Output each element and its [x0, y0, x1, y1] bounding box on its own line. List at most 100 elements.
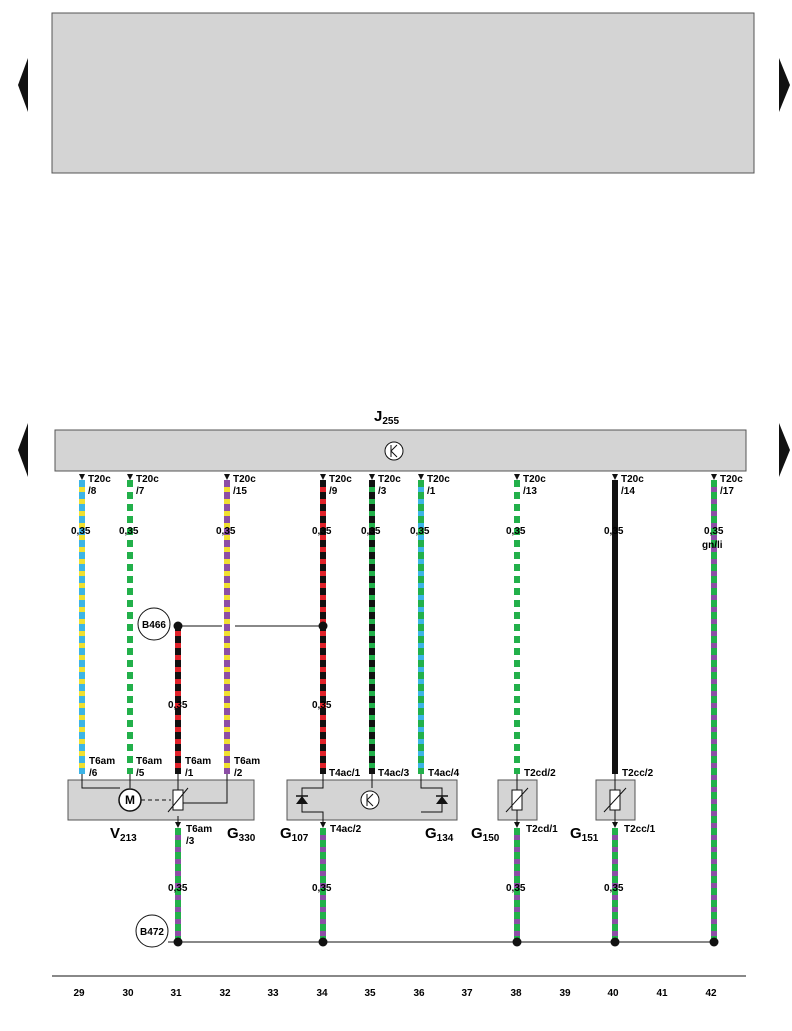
column-number: 32 — [219, 988, 231, 999]
low-conn: T6am — [186, 824, 212, 835]
top-pin-conn: T20c — [523, 474, 546, 485]
mid-conn: T6am — [136, 756, 162, 767]
nav-right-arrow-icon[interactable] — [779, 58, 790, 112]
top-pin-gauge: 0,35 — [506, 526, 526, 537]
nav-left-arrow-icon-2[interactable] — [18, 423, 28, 477]
ecu-title: J255 — [374, 408, 399, 427]
wire-38 — [514, 480, 520, 774]
column-number: 29 — [73, 988, 85, 999]
top-pin-gauge: 0,35 — [71, 526, 91, 537]
low-label: T4ac/2 — [330, 824, 362, 835]
column-number: 40 — [607, 988, 619, 999]
top-pin-gauge: 0,35 — [216, 526, 236, 537]
top-pin-conn: T20c — [136, 474, 159, 485]
wire-40 — [612, 480, 618, 774]
nav-left-arrow-icon[interactable] — [18, 58, 28, 112]
top-pin-conn: T20c — [621, 474, 644, 485]
top-pin-gauge: 0,35 — [604, 526, 624, 537]
low-label: T2cd/1 — [526, 824, 558, 835]
mid-conn: T6am — [89, 756, 115, 767]
top-pin-num: /9 — [329, 486, 338, 497]
column-number: 35 — [364, 988, 376, 999]
top-pin-num: /13 — [523, 486, 537, 497]
component-g107-label: G107 — [280, 825, 309, 844]
diode-icon — [296, 795, 308, 804]
column-number: 30 — [122, 988, 134, 999]
top-pin-num: /14 — [621, 486, 635, 497]
low-label: T2cc/1 — [624, 824, 656, 835]
svg-text:M: M — [125, 793, 135, 807]
column-number: 34 — [316, 988, 328, 999]
top-pin-conn: T20c — [378, 474, 401, 485]
gauge-bottom: 0,35 — [168, 883, 188, 894]
column-number: 42 — [705, 988, 717, 999]
component-g151-label: G151 — [570, 825, 599, 844]
wire-38-low — [514, 828, 520, 942]
mid-label: T2cc/2 — [622, 768, 654, 779]
top-pin-conn: T20c — [427, 474, 450, 485]
junction-b466-circle — [137, 607, 171, 641]
top-pin-gauge: 0,35 — [312, 526, 332, 537]
mid-label: T2cd/2 — [524, 768, 556, 779]
splice-dot-34 — [318, 621, 328, 631]
wire-32 — [224, 480, 230, 774]
motor-icon: M — [118, 788, 142, 812]
component-g150-label: G150 — [471, 825, 500, 844]
potentiometer-icon — [167, 787, 189, 813]
top-pin-conn: T20c — [329, 474, 352, 485]
wire-35 — [369, 480, 375, 774]
diode-icon-2 — [436, 795, 448, 804]
gauge-black-red-lower: 0,35 — [312, 700, 332, 711]
mid-pin: /1 — [185, 768, 194, 779]
top-pin-gauge: 0,35 — [704, 526, 724, 537]
gauge-bottom: 0,35 — [312, 883, 332, 894]
ecu-symbol-icon — [384, 441, 404, 461]
thermistor-icon — [505, 774, 529, 826]
wire-34-low — [320, 828, 326, 942]
top-pin-num: /8 — [88, 486, 97, 497]
top-pin-conn: T20c — [233, 474, 256, 485]
wire-29 — [79, 480, 85, 774]
top-pin-gauge: 0,35 — [119, 526, 139, 537]
column-number: 41 — [656, 988, 668, 999]
top-pin-num: /17 — [720, 486, 734, 497]
mid-conn: T6am — [234, 756, 260, 767]
mid-connectors: T6am /6 T6am /5 T6am /1 T6am /2 T4ac/1 T… — [89, 756, 654, 779]
column-number: 37 — [461, 988, 473, 999]
wire-30 — [127, 480, 133, 774]
splice-dot-b466 — [173, 621, 183, 631]
mid-conn: T6am — [185, 756, 211, 767]
sensor-symbol-icon — [360, 790, 380, 810]
mid-label: T4ac/3 — [378, 768, 410, 779]
wire-color-code: gn/li — [702, 540, 723, 551]
wire-31-low — [175, 828, 181, 942]
column-number: 38 — [510, 988, 522, 999]
junction-b472-label: B472 — [140, 927, 164, 938]
mid-pin: /5 — [136, 768, 145, 779]
upper-ecu-panel — [51, 12, 755, 174]
v213-internal — [81, 774, 228, 826]
column-number: 36 — [413, 988, 425, 999]
mid-label: T4ac/4 — [428, 768, 460, 779]
gauge-bottom: 0,35 — [506, 883, 526, 894]
wire-36 — [418, 480, 424, 774]
column-number: 33 — [267, 988, 279, 999]
top-pin-gauge: 0,35 — [410, 526, 430, 537]
wire-40-low — [612, 828, 618, 942]
component-g134-label: G134 — [425, 825, 454, 844]
top-pin-num: /3 — [378, 486, 387, 497]
top-pins: T20c /8 0,35 T20c /7 0,35 T20c /15 0,35 … — [71, 474, 743, 551]
gauge-bottom: 0,35 — [604, 883, 624, 894]
top-pin-conn: T20c — [720, 474, 743, 485]
junction-b466-label: B466 — [142, 620, 166, 631]
component-g330-label: G330 — [227, 825, 256, 844]
mid-pin: /2 — [234, 768, 243, 779]
pin-arrow-icons — [79, 474, 717, 480]
top-pin-gauge: 0,35 — [361, 526, 381, 537]
top-pin-conn: T20c — [88, 474, 111, 485]
top-pin-num: /15 — [233, 486, 247, 497]
nav-right-arrow-icon-2[interactable] — [779, 423, 790, 477]
component-v213-g330-box — [67, 779, 255, 821]
mid-label: T4ac/1 — [329, 768, 361, 779]
mid-pin: /6 — [89, 768, 98, 779]
